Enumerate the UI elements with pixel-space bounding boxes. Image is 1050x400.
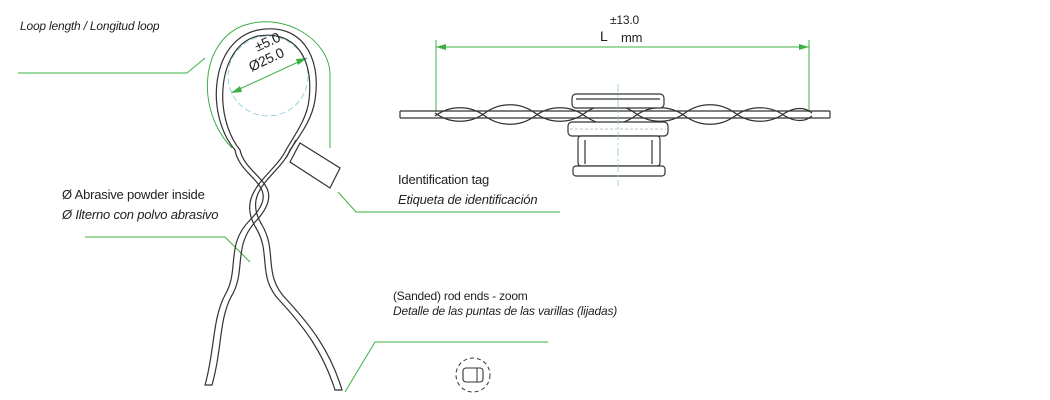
length-arrow-right [799, 44, 809, 50]
length-unit: mm [621, 30, 643, 45]
identification-tag-label-es: Etiqueta de identificación [398, 192, 538, 207]
rod-ends-label-es: Detalle de las puntas de las varillas (l… [393, 304, 618, 318]
loop-circle [227, 35, 309, 117]
leader-loop-length [18, 57, 206, 74]
rod-end-zoom-detail [455, 357, 491, 393]
loop-diameter-dim [230, 57, 308, 94]
leader-lines [18, 21, 810, 393]
identification-tag-label-en: Identification tag [398, 172, 490, 187]
leader-abrasive [85, 236, 251, 263]
length-tolerance: ±13.0 [610, 13, 639, 27]
loop-length-arc [206, 21, 331, 149]
length-symbol: L [600, 28, 608, 44]
leader-identification-tag [337, 191, 560, 213]
cable-seal-loop-view [204, 28, 343, 391]
abrasive-label-en: Ø Abrasive powder inside [62, 187, 205, 202]
length-arrow-left [436, 44, 446, 50]
loop-length-label: Loop length / Longitud loop [20, 19, 160, 33]
abrasive-label-es: Ø Ilterno con polvo abrasivo [62, 207, 219, 222]
loop-dim-arrow-a [231, 86, 242, 93]
cable-seal-straight-view [399, 93, 831, 177]
leader-rod-ends [344, 341, 548, 393]
identification-tag-shape [285, 139, 341, 189]
rod-ends-label-en: (Sanded) rod ends - zoom [393, 289, 528, 303]
